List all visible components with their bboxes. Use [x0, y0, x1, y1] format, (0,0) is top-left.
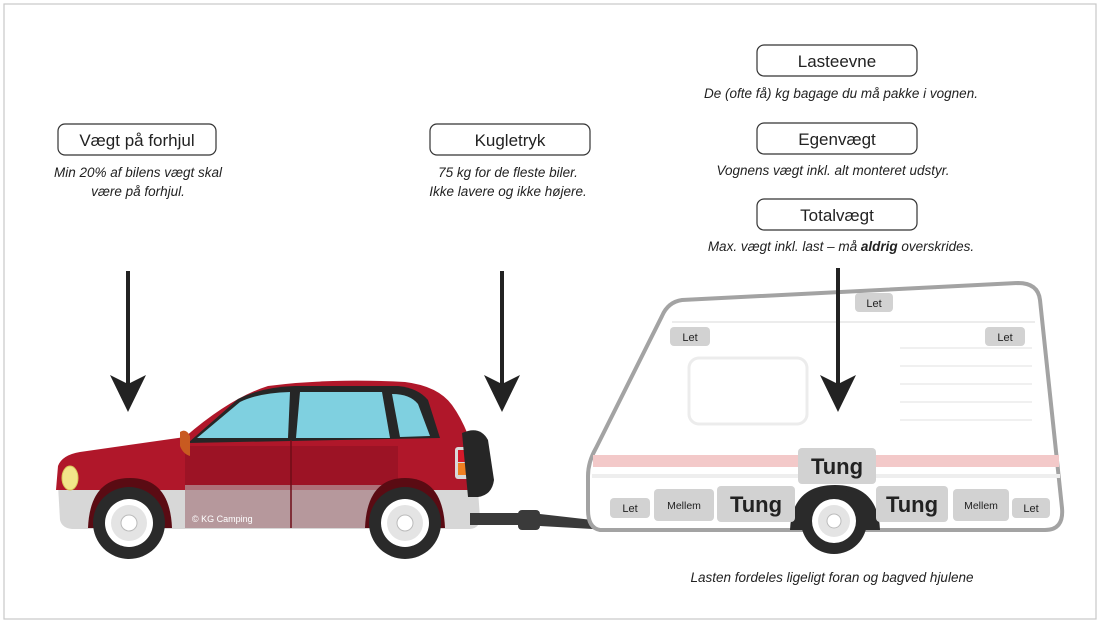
car-front-window [197, 392, 290, 438]
svg-text:Mellem: Mellem [964, 500, 998, 512]
zone-let-left: Let [670, 327, 710, 346]
svg-text:Let: Let [622, 503, 637, 515]
car-headlight [61, 465, 79, 491]
label-desc: være på forhjul. [91, 184, 185, 199]
zone-let-top: Let [855, 293, 893, 312]
label-desc: Min 20% af bilens vægt skal [54, 165, 223, 180]
label-box [756, 122, 918, 155]
zone-let-right: Let [985, 327, 1025, 346]
label-title: Lasteevne [798, 52, 876, 71]
car-middle-window [296, 392, 390, 438]
label-forhjul: Vægt på forhjul Min 20% af bilens vægt s… [54, 123, 223, 199]
svg-text:Let: Let [1023, 503, 1038, 515]
label-desc: 75 kg for de fleste biler. [438, 165, 578, 180]
svg-text:Tung: Tung [811, 454, 863, 479]
label-desc: De (ofte få) kg bagage du må pakke i vog… [704, 86, 978, 101]
svg-text:Let: Let [997, 332, 1012, 344]
caption-text: Lasten fordeles ligeligt foran og bagved… [691, 570, 974, 585]
label-box [429, 123, 591, 156]
zone-tung-front: Tung [717, 486, 795, 522]
svg-text:Tung: Tung [730, 492, 782, 517]
label-title: Vægt på forhjul [79, 131, 194, 150]
car-rear-window [392, 394, 430, 437]
svg-text:Let: Let [866, 298, 881, 310]
svg-text:Let: Let [682, 332, 697, 344]
down-arrow-icon [110, 271, 146, 412]
label-title: Egenvægt [798, 130, 876, 149]
svg-text:Tung: Tung [886, 492, 938, 517]
zone-mellem-front: Mellem [654, 489, 714, 521]
zone-let-rear: Let [1012, 498, 1050, 518]
down-arrow-icon [484, 271, 520, 412]
caravan-illustration: Let Let Let Tung Let Mellem Tung Tung [586, 280, 1065, 554]
car-illustration: © KG Camping [56, 380, 494, 559]
label-desc: Max. vægt inkl. last – må aldrig overskr… [708, 239, 974, 254]
wheel-icon [801, 488, 867, 554]
label-egenvaegt: Egenvægt Vognens vægt inkl. alt monteret… [716, 122, 950, 178]
label-title: Totalvægt [800, 206, 874, 225]
car-spare-wheel [462, 430, 494, 497]
down-arrow-icon [820, 268, 856, 412]
label-lasteevne: Lasteevne De (ofte få) kg bagage du må p… [704, 44, 978, 101]
caravan-window [687, 356, 809, 426]
label-totalvaegt: Totalvægt Max. vægt inkl. last – må aldr… [708, 198, 974, 254]
zone-tung-rear: Tung [876, 486, 948, 522]
copyright-text: © KG Camping [192, 514, 253, 524]
label-kugletryk: Kugletryk 75 kg for de fleste biler. Ikk… [429, 123, 591, 199]
car-mirror [180, 430, 190, 456]
svg-text:Mellem: Mellem [667, 500, 701, 512]
zone-mellem-rear: Mellem [953, 489, 1009, 521]
label-title: Kugletryk [475, 131, 546, 150]
zone-tung-center: Tung [798, 448, 876, 484]
label-desc: Ikke lavere og ikke højere. [429, 184, 587, 199]
wheel-icon [369, 487, 441, 559]
label-desc: Vognens vægt inkl. alt monteret udstyr. [716, 163, 949, 178]
label-box [756, 198, 918, 231]
label-box [57, 123, 217, 156]
wheel-icon [93, 487, 165, 559]
label-box [756, 44, 918, 77]
zone-let-front: Let [610, 498, 650, 518]
